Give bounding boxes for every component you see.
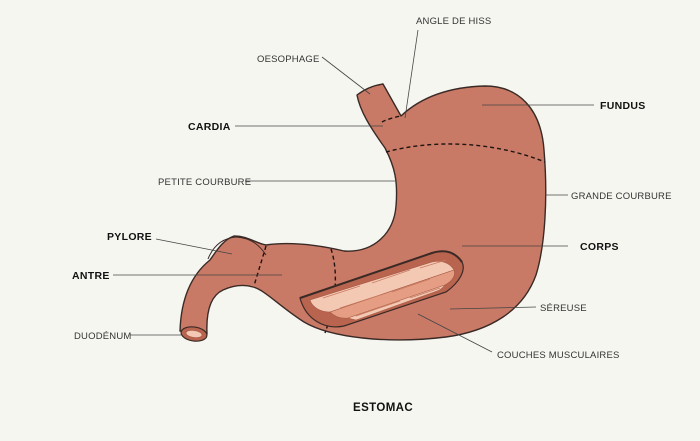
leader-sereuse [449,306,537,310]
label-duodenum: DUODÉNUM [74,331,132,342]
leader-pylore [155,238,233,255]
label-antre: ANTRE [72,270,110,282]
pylorus-bulge [207,236,267,260]
duodenum-lining [185,330,203,338]
muscle-fibers [322,259,447,317]
label-sereuse: SÉREUSE [540,303,587,314]
label-corps: CORPS [580,241,619,253]
label-grande-courbure: GRANDE COURBURE [571,191,672,202]
cardia-boundary [381,115,402,123]
diagram-title: ESTOMAC [353,402,413,414]
label-oesophage: OESOPHAGE [257,54,320,65]
pylorus-boundary [253,245,267,287]
label-angle-de-hiss: ANGLE DE HISS [416,16,491,27]
label-couches-musculaires: COUCHES MUSCULAIRES [497,350,620,361]
leader-oesophage [321,56,371,95]
label-fundus: FUNDUS [600,100,646,112]
label-pylore: PYLORE [107,231,152,243]
label-petite-courbure: PETITE COURBURE [158,177,251,188]
serosa-rim [299,250,463,299]
leader-angle-de-hiss [404,29,419,119]
leader-couches-musculaires [417,313,493,353]
fundus-boundary [385,143,546,163]
label-cardia: CARDIA [188,121,231,133]
